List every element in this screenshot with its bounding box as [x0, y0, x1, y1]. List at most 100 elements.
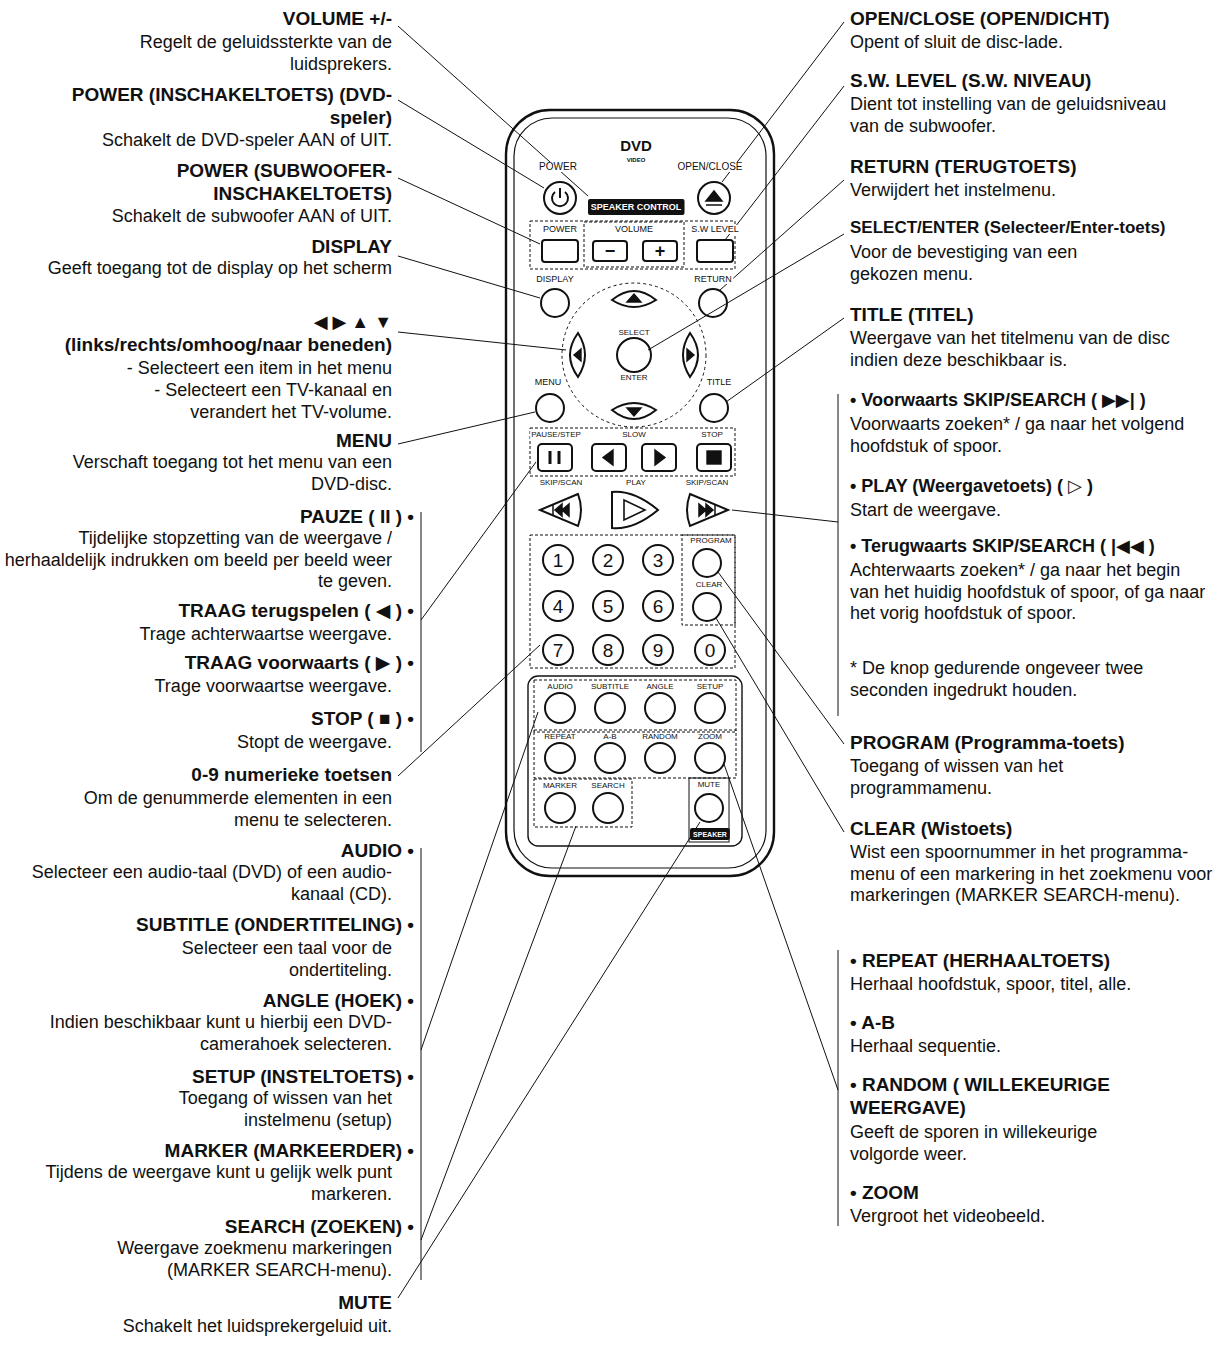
callout-title: CLEAR (Wistoets) [850, 818, 1220, 841]
button-text: 5 [603, 597, 614, 616]
callout-title: S.W. LEVEL (S.W. NIVEAU) [850, 70, 1220, 93]
button-label: ZOOM [697, 733, 723, 741]
button-label: SKIP/SCAN [539, 479, 584, 487]
button-text: + [655, 242, 666, 260]
callout-text: Schakelt de subwoofer AAN of UIT. [2, 206, 392, 228]
button-shape [695, 635, 725, 665]
button-label: POWER [542, 225, 578, 234]
button-shape [643, 591, 673, 621]
callout-text: Wist een spoornummer in het programma-me… [850, 842, 1225, 907]
callout-text: Schakelt het luidsprekergeluid uit. [2, 1316, 392, 1338]
number-button: 8 [592, 634, 624, 666]
button-text: 4 [553, 597, 564, 616]
button-text: − [605, 242, 616, 260]
callout-title: PROGRAM (Programma-toets) [850, 732, 1220, 755]
callout-text: Selecteer een audio-taal (DVD) of een au… [27, 862, 392, 905]
button-shape [691, 829, 729, 839]
callout-title: • ZOOM [850, 1182, 1220, 1205]
button-shape [543, 591, 573, 621]
button-label: VIDEO [626, 157, 647, 163]
button-label: SUBTITLE [590, 683, 630, 691]
callout-title: POWER (INSCHAKELTOETS) (DVD-speler) [57, 84, 392, 130]
button-shape [543, 545, 573, 575]
number-button: 2 [592, 544, 624, 576]
callout-text: Verwijdert het instelmenu. [850, 180, 1220, 202]
callout-text: - Selecteert een item in het menu [2, 358, 392, 380]
callout-title: POWER (SUBWOOFER-INSCHAKELTOETS) [32, 160, 392, 206]
number-button: 3 [642, 544, 674, 576]
button-label: AUDIO [546, 683, 573, 691]
button-shape [593, 591, 623, 621]
callout-title: DISPLAY [32, 236, 392, 259]
button-text: 7 [553, 641, 564, 660]
button-label: A-B [602, 733, 617, 741]
number-button: 0 [694, 634, 726, 666]
button-label: PAUSE/STEP [530, 431, 582, 439]
callout-text: Toegang of wissen van het programmamenu. [850, 756, 1180, 799]
button-label: SLOW [621, 431, 647, 439]
callout-text: Herhaal sequentie. [850, 1036, 1220, 1058]
button-label: POWER [538, 162, 578, 172]
callout-title: • Voorwaarts SKIP/SEARCH ( ▶▶| ) [850, 390, 1225, 412]
number-button: 7 [542, 634, 574, 666]
remote-housing [506, 110, 774, 876]
callout-text: Voorwaarts zoeken* / ga naar het volgend… [850, 414, 1200, 457]
button-shape [593, 545, 623, 575]
volume-button: − [592, 240, 628, 262]
callout-title: SUBTITLE (ONDERTITELING) • [14, 914, 414, 937]
number-button: 4 [542, 590, 574, 622]
callout-title: PAUZE ( II ) • [34, 506, 414, 529]
callout-text: Weergave van het titelmenu van de disc i… [850, 328, 1210, 371]
button-label: MENU [534, 378, 563, 387]
callout-text: Start de weergave. [850, 500, 1220, 522]
number-button: 1 [542, 544, 574, 576]
button-label: REPEAT [543, 733, 576, 741]
callout-title: TRAAG voorwaarts ( ▶ ) • [34, 652, 414, 675]
button-label: MARKER [542, 782, 578, 790]
callout-title: ◀ ▶ ▲ ▼ [32, 312, 392, 334]
callout-text: Herhaal hoofdstuk, spoor, titel, alle. [850, 974, 1220, 996]
number-button: 5 [592, 590, 624, 622]
callout-title: 0-9 numerieke toetsen [12, 764, 392, 787]
callout-title: TRAAG terugspelen ( ◀ ) • [34, 600, 414, 623]
button-text: 3 [653, 551, 664, 570]
callout-text: Achterwaarts zoeken* / ga naar het begin… [850, 560, 1210, 625]
callout-title: SETUP (INSTELTOETS) • [34, 1066, 414, 1089]
button-label: SKIP/SCAN [685, 479, 730, 487]
callout-text: Dient tot instelling van de geluidsnivea… [850, 94, 1190, 137]
callout-title: SELECT/ENTER (Selecteer/Enter-toets) [850, 218, 1230, 238]
callout-text: Verschaft toegang tot het menu van een D… [32, 452, 392, 495]
callout-text: Weergave zoekmenu markeringen (MARKER SE… [62, 1238, 392, 1281]
callout-title: • Terugwaarts SKIP/SEARCH ( |◀◀ ) [850, 536, 1225, 558]
callout-title: • REPEAT (HERHAALTOETS) [850, 950, 1220, 973]
callout-text: Om de genummerde elementen in een menu t… [47, 788, 392, 831]
button-shape [643, 241, 677, 261]
leader-lines [398, 22, 844, 1298]
callout-title: VOLUME +/- [32, 8, 392, 31]
callout-title: • RANDOM ( WILLEKEURIGE WEERGAVE) [850, 1074, 1150, 1120]
button-text: 9 [653, 641, 664, 660]
callout-title: SEARCH (ZOEKEN) • [34, 1216, 414, 1239]
label-band: SPEAKER CONTROL [588, 199, 685, 215]
button-label: RETURN [693, 275, 733, 284]
callout-title: MUTE [92, 1292, 392, 1315]
number-button: 9 [642, 634, 674, 666]
button-label: SETUP [696, 683, 725, 691]
label-band: SPEAKER [690, 828, 730, 840]
callout-text: Tijdens de weergave kunt u gelijk welk p… [32, 1162, 392, 1205]
callout-text: Indien beschikbaar kunt u hierbij een DV… [22, 1012, 392, 1055]
number-button: 6 [642, 590, 674, 622]
button-label: VOLUME [614, 225, 654, 234]
button-text: SPEAKER CONTROL [591, 203, 682, 212]
button-label: CLEAR [695, 581, 724, 589]
callout-text: Geeft de sporen in willekeurige volgorde… [850, 1122, 1170, 1165]
callout-title: ANGLE (HOEK) • [34, 990, 414, 1013]
callout-text: * De knop gedurende ongeveer twee second… [850, 658, 1200, 701]
callout-title: MENU [32, 430, 392, 453]
button-label: DVD [619, 138, 653, 153]
callout-title: MARKER (MARKEERDER) • [34, 1140, 414, 1163]
callout-text: Vergroot het videobeeld. [850, 1206, 1220, 1228]
button-label: OPEN/CLOSE [676, 162, 743, 172]
callout-text: Regelt de geluidssterkte van de luidspre… [52, 32, 392, 75]
callout-title: RETURN (TERUGTOETS) [850, 156, 1220, 179]
